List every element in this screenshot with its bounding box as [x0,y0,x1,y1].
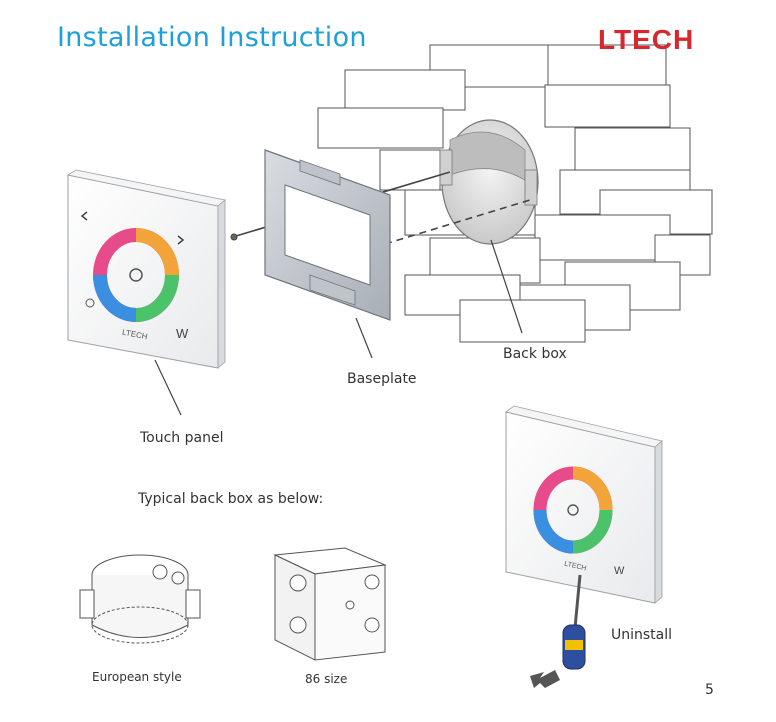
uninstall-label: Uninstall [611,627,673,643]
back-box-label: Back box [503,346,567,362]
european-style-label: European style [92,670,182,684]
page-title: Installation Instruction [57,22,367,53]
panel-w-button: W [176,326,189,341]
page-number: 5 [705,682,714,698]
typical-box-caption: Typical back box as below: [138,491,324,507]
touch-panel [66,169,226,369]
screwdriver [530,574,586,688]
square-box [273,547,387,661]
baseplate-label: Baseplate [347,371,417,387]
leader-lines [154,239,523,416]
86-size-label: 86 size [305,672,348,686]
uninstall-panel [505,405,663,604]
touch-panel-label: Touch panel [140,430,224,446]
uninstall-panel-w-button: W [614,565,625,577]
baseplate [264,149,391,321]
european-box [79,554,201,644]
back-box [439,119,539,245]
brand-logo: LTECH [598,24,695,55]
brick-wall [317,44,713,343]
